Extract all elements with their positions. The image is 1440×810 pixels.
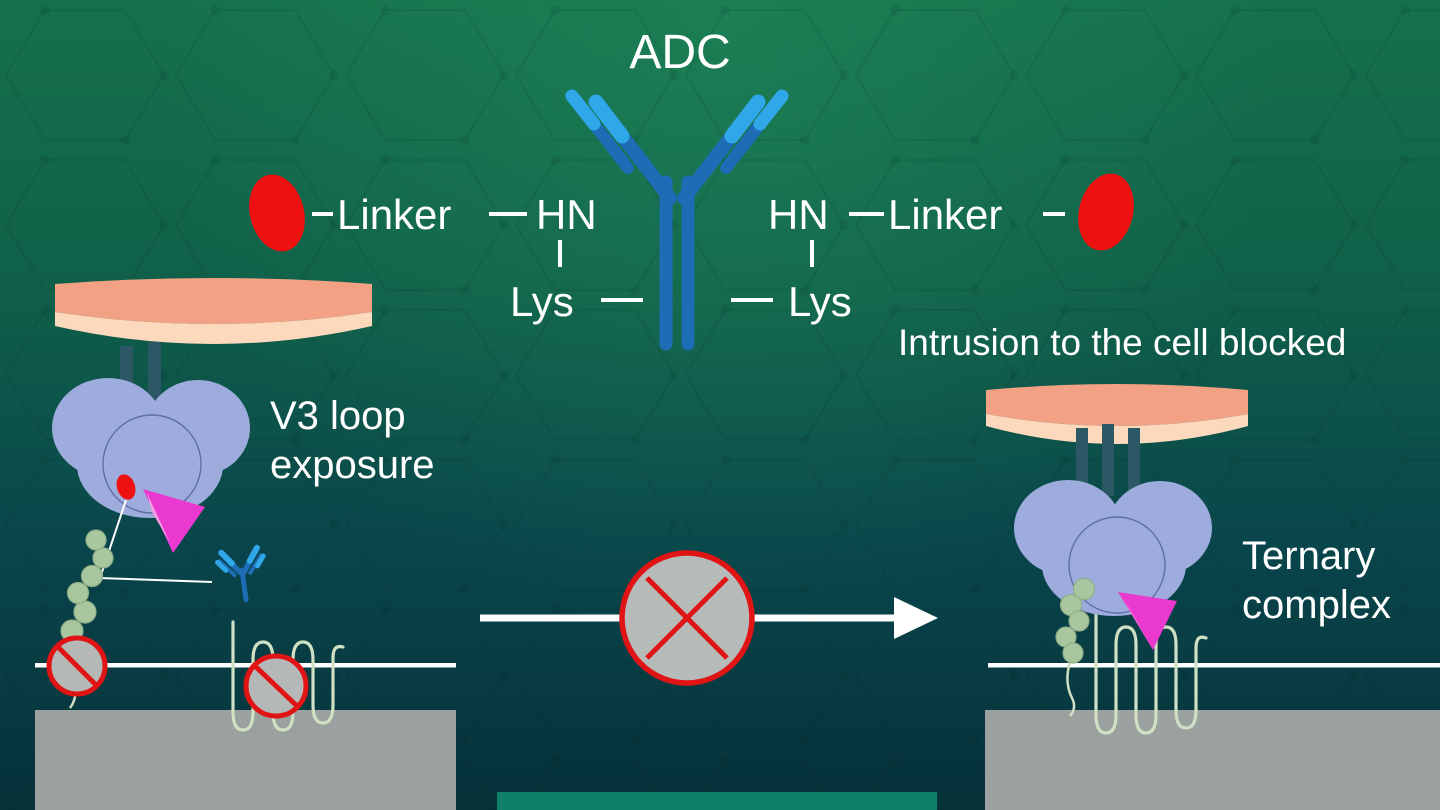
cell-body-right bbox=[985, 710, 1440, 810]
glycan-chain-right bbox=[1055, 577, 1096, 664]
ternary-complex-annotation: Ternary complex bbox=[1242, 534, 1391, 627]
glycan-chain-left bbox=[60, 529, 114, 643]
adc-title: ADC bbox=[629, 26, 731, 79]
hn-label-right: HN bbox=[768, 191, 829, 238]
v3-loop-right bbox=[1118, 592, 1177, 650]
glycan-tail-right bbox=[1066, 661, 1076, 717]
payload-dot-left bbox=[116, 474, 136, 500]
host-membrane-left bbox=[55, 278, 372, 344]
payload-left-oval bbox=[249, 174, 305, 252]
membrane-line-left bbox=[35, 663, 456, 668]
blocked-sign bbox=[619, 550, 755, 686]
hn-label-left: HN bbox=[536, 191, 597, 238]
coreceptor-right bbox=[1094, 602, 1208, 735]
coreceptor-left bbox=[231, 620, 345, 732]
cell-body-left bbox=[35, 710, 456, 810]
linker-label-left: Linker bbox=[337, 191, 452, 238]
lys-label-left: Lys bbox=[510, 278, 574, 325]
gp120-left bbox=[52, 378, 250, 518]
linker-label-right: Linker bbox=[888, 191, 1003, 238]
gp120-right bbox=[1014, 480, 1212, 616]
v3-loop-annotation: V3 loop exposure bbox=[270, 394, 435, 487]
adc-antibody bbox=[565, 89, 789, 351]
bottom-cell-edge bbox=[497, 792, 937, 810]
prohibition-sign-glycan bbox=[46, 635, 108, 697]
host-membrane-right bbox=[986, 384, 1248, 444]
membrane-line-right bbox=[988, 663, 1440, 668]
prohibition-sign-coreceptor bbox=[243, 653, 309, 719]
conjugation-bond-lines bbox=[312, 212, 1065, 302]
payload-right-oval bbox=[1078, 173, 1134, 251]
mini-antibody bbox=[215, 544, 266, 603]
lys-label-right: Lys bbox=[788, 278, 852, 325]
v3-loop-left bbox=[143, 489, 205, 553]
receptor-pegs-right bbox=[1076, 424, 1140, 496]
intrusion-blocked-annotation: Intrusion to the cell blocked bbox=[898, 322, 1347, 363]
